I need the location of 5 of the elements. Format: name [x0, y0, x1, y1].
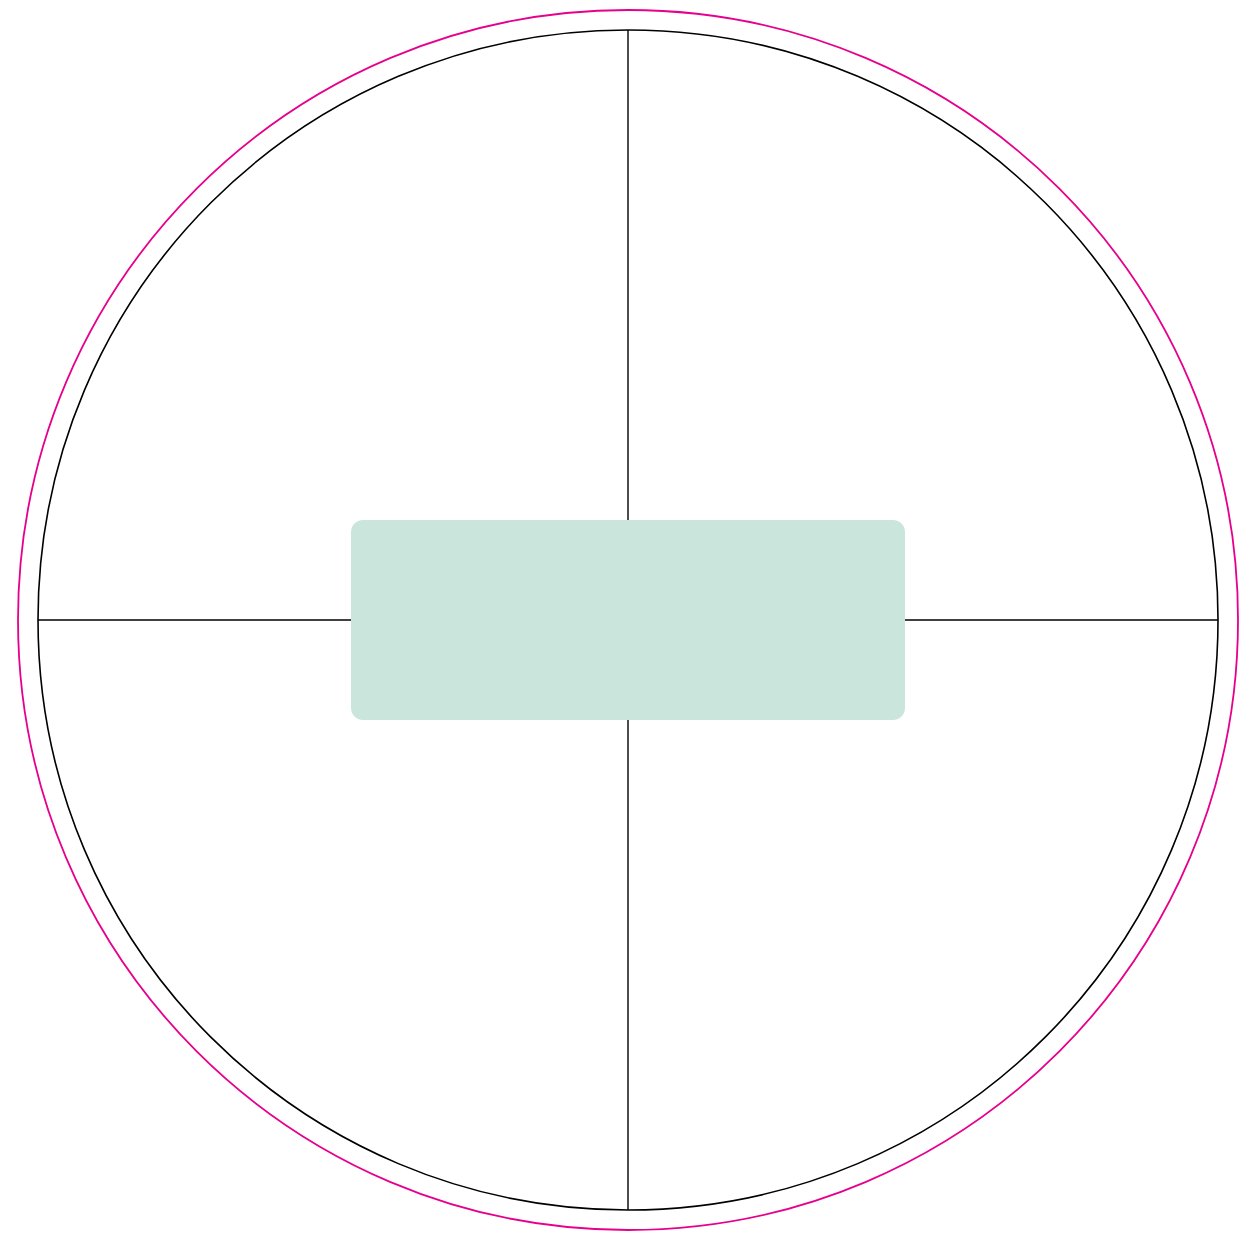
divider-line: [37, 619, 352, 621]
rounded-box: [351, 520, 905, 720]
divider-line: [627, 719, 629, 1211]
divider-line: [904, 619, 1219, 621]
divider-line: [627, 29, 629, 521]
